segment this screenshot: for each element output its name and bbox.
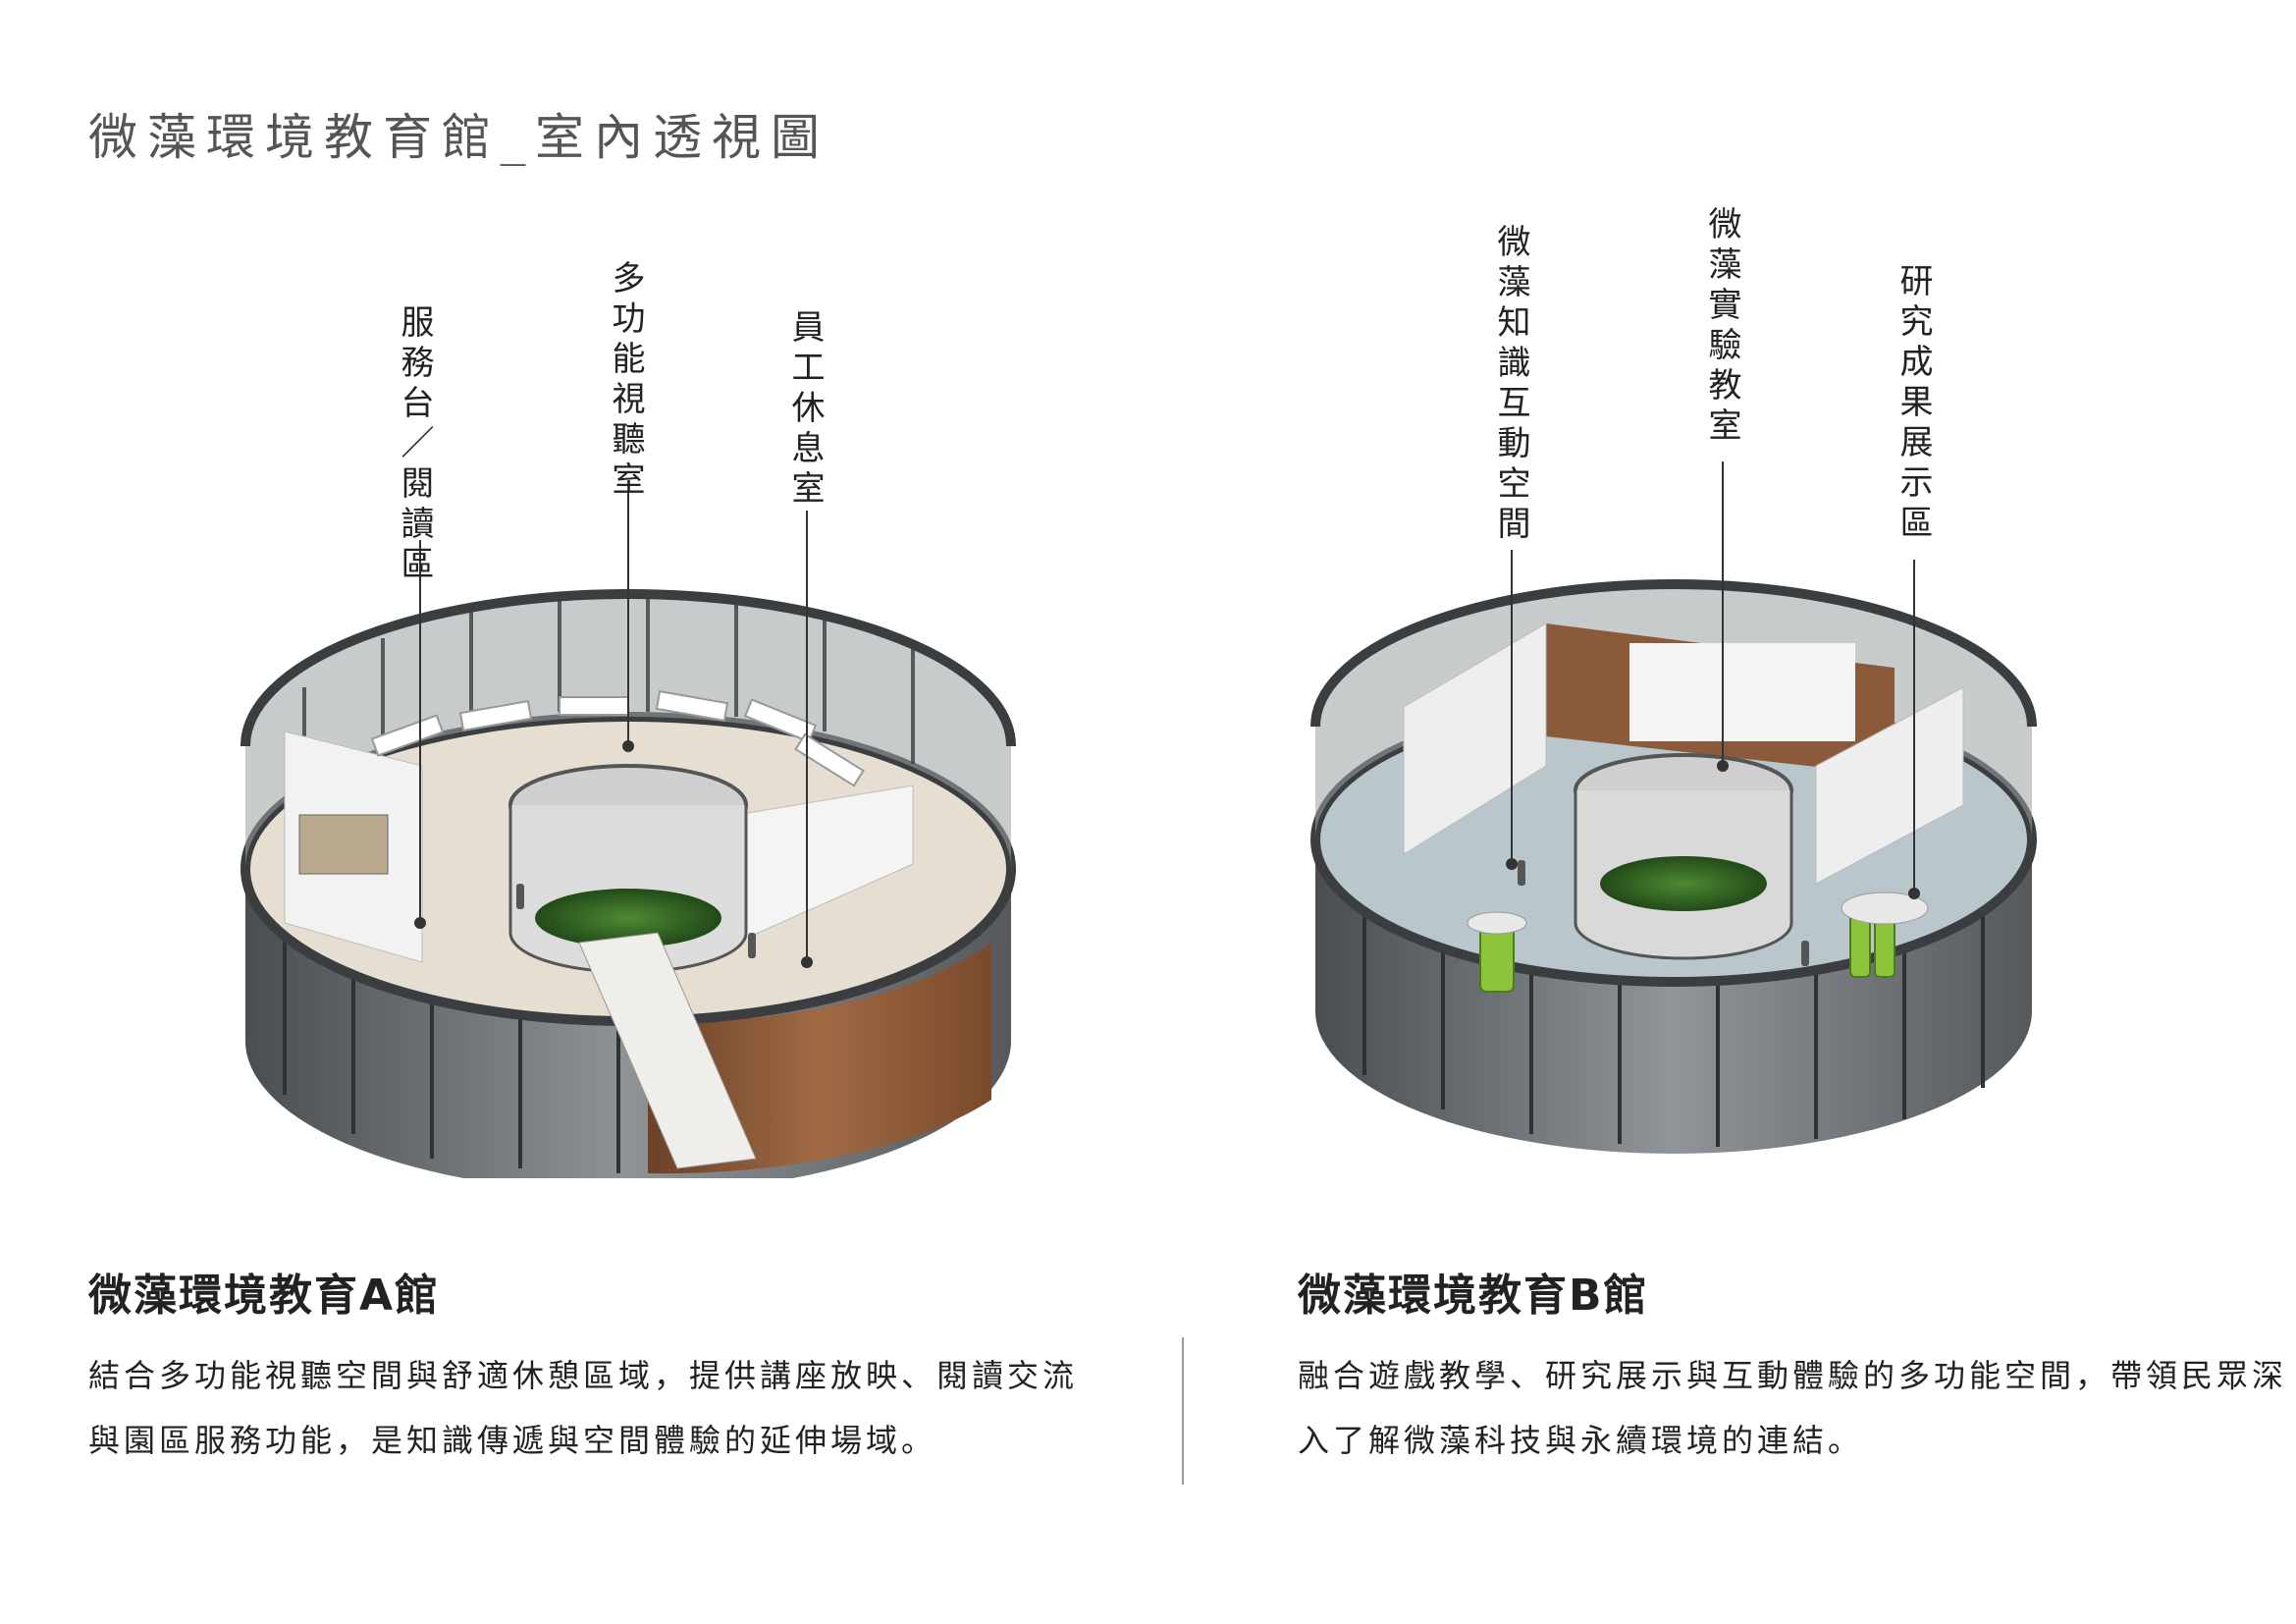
hall-b-description: 融合遊戲教學、研究展示與互動體驗的多功能空間，帶領民眾深入了解微藻科技與永續環境… (1298, 1357, 2288, 1459)
hall-a-back-glass (245, 594, 1011, 869)
hall-a-diagram (226, 177, 1031, 1178)
hall-a-algae-pool (535, 889, 721, 947)
hall-a-bookshelf (298, 814, 389, 875)
hall-b-label-knowledge-space: 微藻知識互動空間 (1491, 224, 1530, 546)
hall-a-illustration (240, 491, 1016, 1178)
hall-a-title: 微藻環境教育A館 (88, 1271, 441, 1321)
page-title: 微藻環境教育館_室內透視圖 (88, 109, 829, 166)
hall-b-diagram (1306, 177, 2052, 1159)
hall-b-partition-left (1403, 623, 1547, 855)
hall-b-algae-tubes (1479, 907, 1896, 993)
hall-b-leader-lines (1511, 461, 1915, 893)
hall-a-mullions (283, 923, 620, 1173)
hall-a-leader-lines (419, 491, 808, 962)
hall-a-label-staff-lounge: 員工休息室 (785, 309, 825, 511)
hall-a-people (516, 884, 756, 958)
hall-a-ramp (578, 932, 757, 1169)
hall-a-label-service-desk: 服務台／閱讀區 (395, 304, 434, 586)
section-divider (1182, 1337, 1184, 1485)
hall-b-algae-pool (1600, 856, 1767, 911)
hall-b-lab-screen (1629, 643, 1855, 741)
hall-a-desks (370, 689, 865, 787)
hall-b-label-research-display: 研究成果展示區 (1894, 263, 1933, 545)
hall-a-label-av-room: 多功能視聽室 (606, 260, 645, 502)
hall-a-description: 結合多功能視聽空間與舒適休憩區域，提供講座放映、閱讀交流與園區服務功能，是知識傳… (88, 1357, 1079, 1459)
hall-b-illustration (1310, 461, 2037, 1154)
hall-b-title: 微藻環境教育B館 (1298, 1271, 1649, 1321)
hall-b-label-lab-classroom: 微藻實驗教室 (1702, 206, 1741, 448)
